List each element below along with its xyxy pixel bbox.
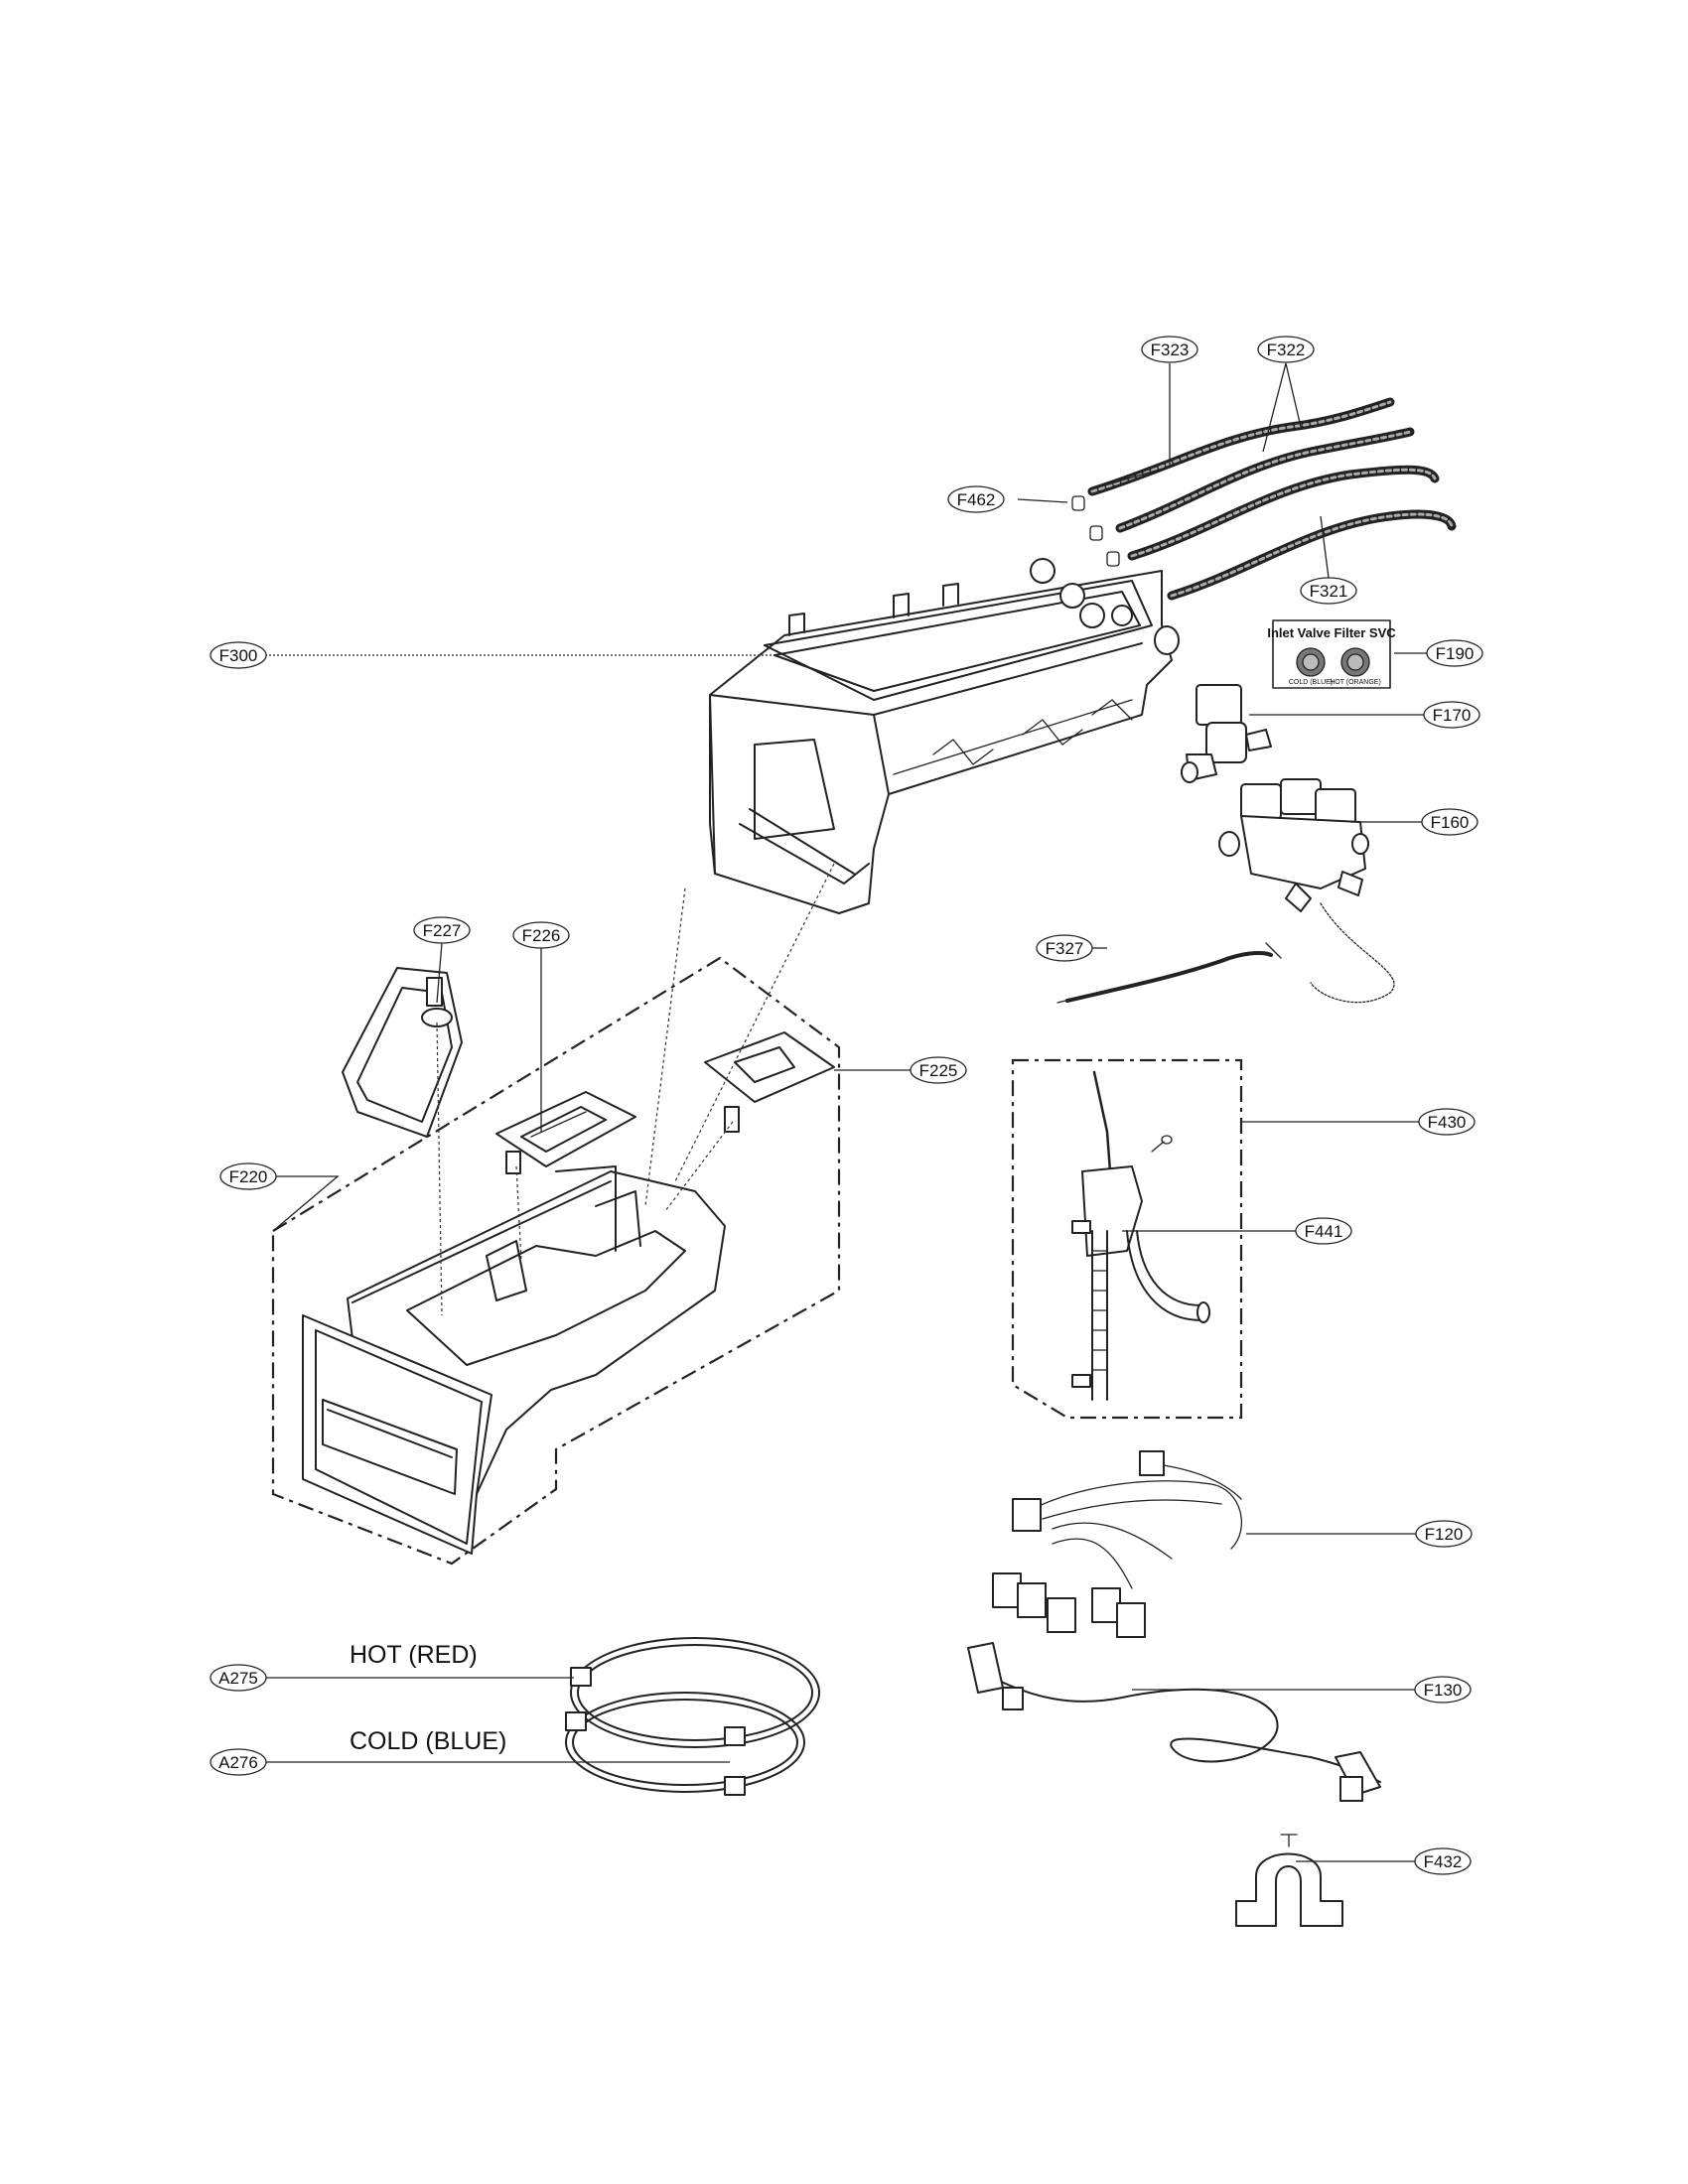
callout-F130: F130	[1414, 1676, 1472, 1704]
callout-F227: F227	[413, 916, 471, 944]
callout-label: A276	[218, 1753, 258, 1772]
leader-lines	[265, 362, 1428, 1862]
callout-A275: A275	[210, 1664, 267, 1692]
callout-F190: F190	[1426, 639, 1483, 667]
callout-label: F327	[1046, 939, 1084, 958]
triple-inlet-valve	[1218, 778, 1395, 1004]
inlet-hoses	[1087, 397, 1457, 601]
callout-F300: F300	[210, 641, 267, 669]
filter-cold-label: COLD (BLUE)	[1289, 679, 1333, 686]
callout-A276: A276	[210, 1748, 267, 1776]
rinse-cap	[342, 967, 463, 1138]
siphon-cap	[495, 1091, 636, 1174]
hose-bracket	[1235, 1834, 1343, 1927]
filter-hot-label: HOT (ORANGE)	[1330, 679, 1381, 686]
cold-hose-label: COLD (BLUE)	[350, 1727, 506, 1755]
callout-F226: F226	[512, 921, 570, 949]
callout-F323: F323	[1141, 336, 1198, 363]
callout-label: F190	[1436, 644, 1475, 663]
callout-F225: F225	[910, 1056, 967, 1084]
callout-F432: F432	[1414, 1847, 1472, 1875]
callout-label: F300	[219, 646, 258, 665]
callout-F441: F441	[1295, 1217, 1352, 1245]
callout-label: F462	[957, 490, 996, 509]
callout-label: F321	[1310, 582, 1348, 601]
drawer-assembly-boundary	[271, 956, 841, 1566]
callout-F327: F327	[1036, 934, 1093, 962]
callout-label: F160	[1431, 813, 1470, 832]
callout-F220: F220	[219, 1162, 277, 1190]
drain-assembly	[1011, 1058, 1243, 1420]
sensor-wire	[1056, 942, 1282, 1004]
callout-label: F323	[1151, 341, 1190, 359]
dispenser-housing	[709, 558, 1180, 914]
callout-F170: F170	[1423, 701, 1480, 729]
softener-siphon	[704, 1031, 835, 1133]
callout-F462: F462	[947, 485, 1005, 513]
supply-hoses	[565, 1637, 820, 1796]
single-inlet-valve	[1181, 684, 1272, 783]
callout-label: F432	[1424, 1852, 1463, 1871]
filter-box-title: Inlet Valve Filter SVC	[1267, 625, 1396, 640]
callout-label: F227	[423, 921, 462, 940]
inlet-valve-filter-box: Inlet Valve Filter SVC COLD (BLUE) HOT (…	[1267, 619, 1396, 689]
callout-label: A275	[218, 1669, 258, 1688]
callout-label: F170	[1433, 706, 1472, 725]
callout-F430: F430	[1418, 1108, 1476, 1136]
dispenser-drawer	[302, 1165, 726, 1555]
callout-label: F220	[229, 1167, 268, 1186]
hot-hose-label: HOT (RED)	[350, 1641, 478, 1669]
callout-label: F130	[1424, 1681, 1463, 1700]
callout-label: F226	[522, 926, 561, 945]
wiring-harness-secondary	[967, 1642, 1381, 1802]
callout-label: F225	[919, 1061, 958, 1080]
callout-label: F430	[1428, 1113, 1467, 1132]
callout-F322: F322	[1257, 336, 1315, 363]
callout-F120: F120	[1415, 1520, 1473, 1548]
wiring-harness-main	[992, 1450, 1242, 1638]
callout-label: F441	[1305, 1222, 1343, 1241]
callout-F321: F321	[1300, 577, 1357, 605]
callout-label: F322	[1267, 341, 1306, 359]
callout-F160: F160	[1421, 808, 1478, 836]
callout-label: F120	[1425, 1525, 1464, 1544]
alignment-lines	[436, 863, 835, 1316]
